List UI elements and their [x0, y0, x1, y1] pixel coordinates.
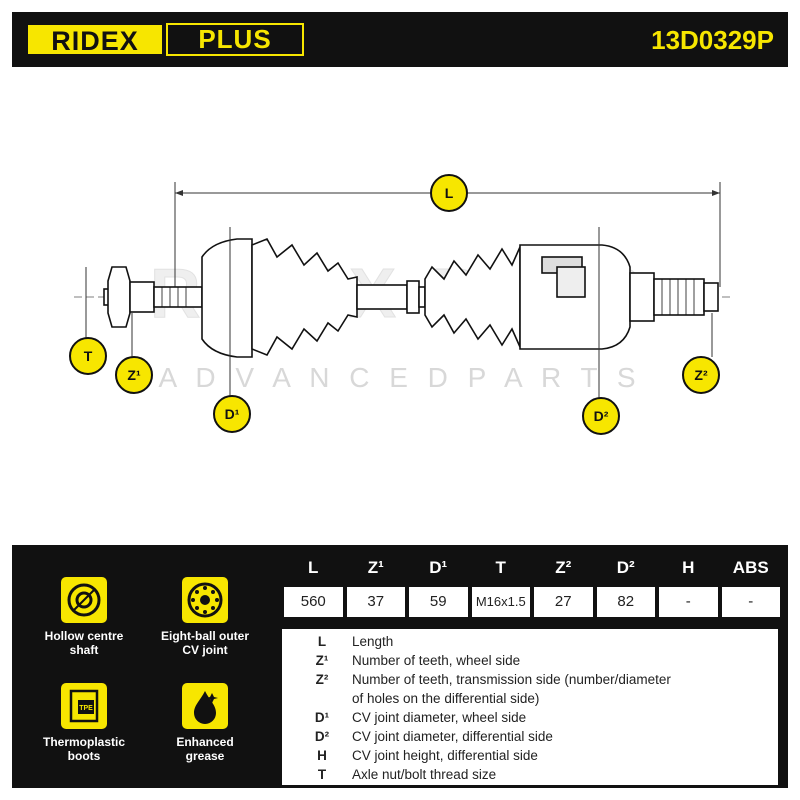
label-D2: D² [582, 397, 620, 435]
spec-table: L Z¹ D¹ T Z² D² H ABS 560 37 59 M16x1.5 … [282, 551, 782, 619]
label-Z2: Z² [682, 356, 720, 394]
feature-label-line1: Hollow centre [44, 629, 124, 643]
label-T: T [69, 337, 107, 375]
spec-value: - [659, 587, 718, 617]
brand-logo-plus: PLUS [166, 23, 304, 56]
legend-text: CV joint height, differential side [352, 748, 538, 763]
spec-value: 560 [284, 587, 343, 617]
spec-value: 27 [534, 587, 593, 617]
spec-header: T [471, 553, 530, 583]
spec-value: 82 [596, 587, 655, 617]
technical-drawing: RIDEX PLUS A D V A N C E D P A R T S [12, 67, 788, 545]
tpe-boot-icon: TPE [61, 683, 107, 729]
spec-header: Z² [534, 553, 593, 583]
label-Z1: Z¹ [115, 356, 153, 394]
spec-value: - [721, 587, 780, 617]
legend-symbol: T [317, 767, 327, 782]
feature-grease: Enhanced grease [145, 683, 265, 763]
grease-icon [182, 683, 228, 729]
label-D1: D¹ [213, 395, 251, 433]
spec-header: Z¹ [346, 553, 405, 583]
spec-header: L [284, 553, 343, 583]
legend-symbol: H [317, 748, 327, 763]
watermark-tagline: A D V A N C E D P A R T S [158, 362, 641, 393]
spec-value: 59 [409, 587, 468, 617]
legend-symbol: Z¹ [315, 653, 329, 668]
spec-header: H [659, 553, 718, 583]
legend-symbol: L [317, 634, 327, 649]
feature-tpe-boots: TPE Thermoplastic boots [24, 683, 144, 763]
legend-text: Number of teeth, wheel side [352, 653, 521, 668]
feature-label-line2: shaft [69, 643, 99, 657]
legend-text: of holes on the differential side) [352, 691, 540, 706]
spec-value-row: 560 37 59 M16x1.5 27 82 - - [282, 585, 782, 619]
hollow-shaft-icon [61, 577, 107, 623]
spec-value: M16x1.5 [471, 587, 530, 617]
product-card: RIDEX PLUS 13D0329P RIDEX PLUS A D V A N… [12, 12, 788, 788]
tpe-badge-text: TPE [79, 705, 93, 712]
spec-header: D² [596, 553, 655, 583]
legend-text: Number of teeth, transmission side (numb… [352, 672, 671, 687]
brand-logo-ridex: RIDEX [26, 23, 164, 56]
feature-label-line1: Thermoplastic [42, 735, 126, 749]
feature-hollow-shaft: Hollow centre shaft [24, 577, 144, 657]
legend-text: CV joint diameter, wheel side [352, 710, 527, 725]
legend-symbol: Z² [315, 672, 329, 687]
header-bar: RIDEX PLUS 13D0329P [12, 12, 788, 67]
spec-panel: Hollow centre shaft Eight-ball outer CV … [12, 545, 788, 788]
legend-text: Axle nut/bolt thread size [352, 767, 497, 782]
label-L: L [430, 174, 468, 212]
drive-shaft-diagram: RIDEX PLUS A D V A N C E D P A R T S [74, 182, 732, 407]
feature-label-line1: Eight-ball outer [161, 629, 249, 643]
feature-label-line1: Enhanced [176, 735, 234, 749]
legend-symbol: D² [314, 729, 330, 744]
feature-label-line2: CV joint [182, 643, 228, 657]
feature-eight-ball: Eight-ball outer CV joint [145, 577, 265, 657]
feature-label-line2: grease [185, 749, 225, 763]
spec-header: D¹ [409, 553, 468, 583]
spec-header: ABS [721, 553, 780, 583]
legend-text: CV joint diameter, differential side [352, 729, 553, 744]
feature-label-line2: boots [67, 749, 101, 763]
part-number: 13D0329P [651, 25, 774, 55]
legend-symbol: D¹ [314, 710, 330, 725]
spec-value: 37 [346, 587, 405, 617]
legend-text: Length [352, 634, 394, 649]
eight-ball-joint-icon [182, 577, 228, 623]
legend-box: L Length Z¹ Number of teeth, wheel side Z²… [282, 629, 778, 785]
spec-header-row: L Z¹ D¹ T Z² D² H ABS [282, 551, 782, 585]
